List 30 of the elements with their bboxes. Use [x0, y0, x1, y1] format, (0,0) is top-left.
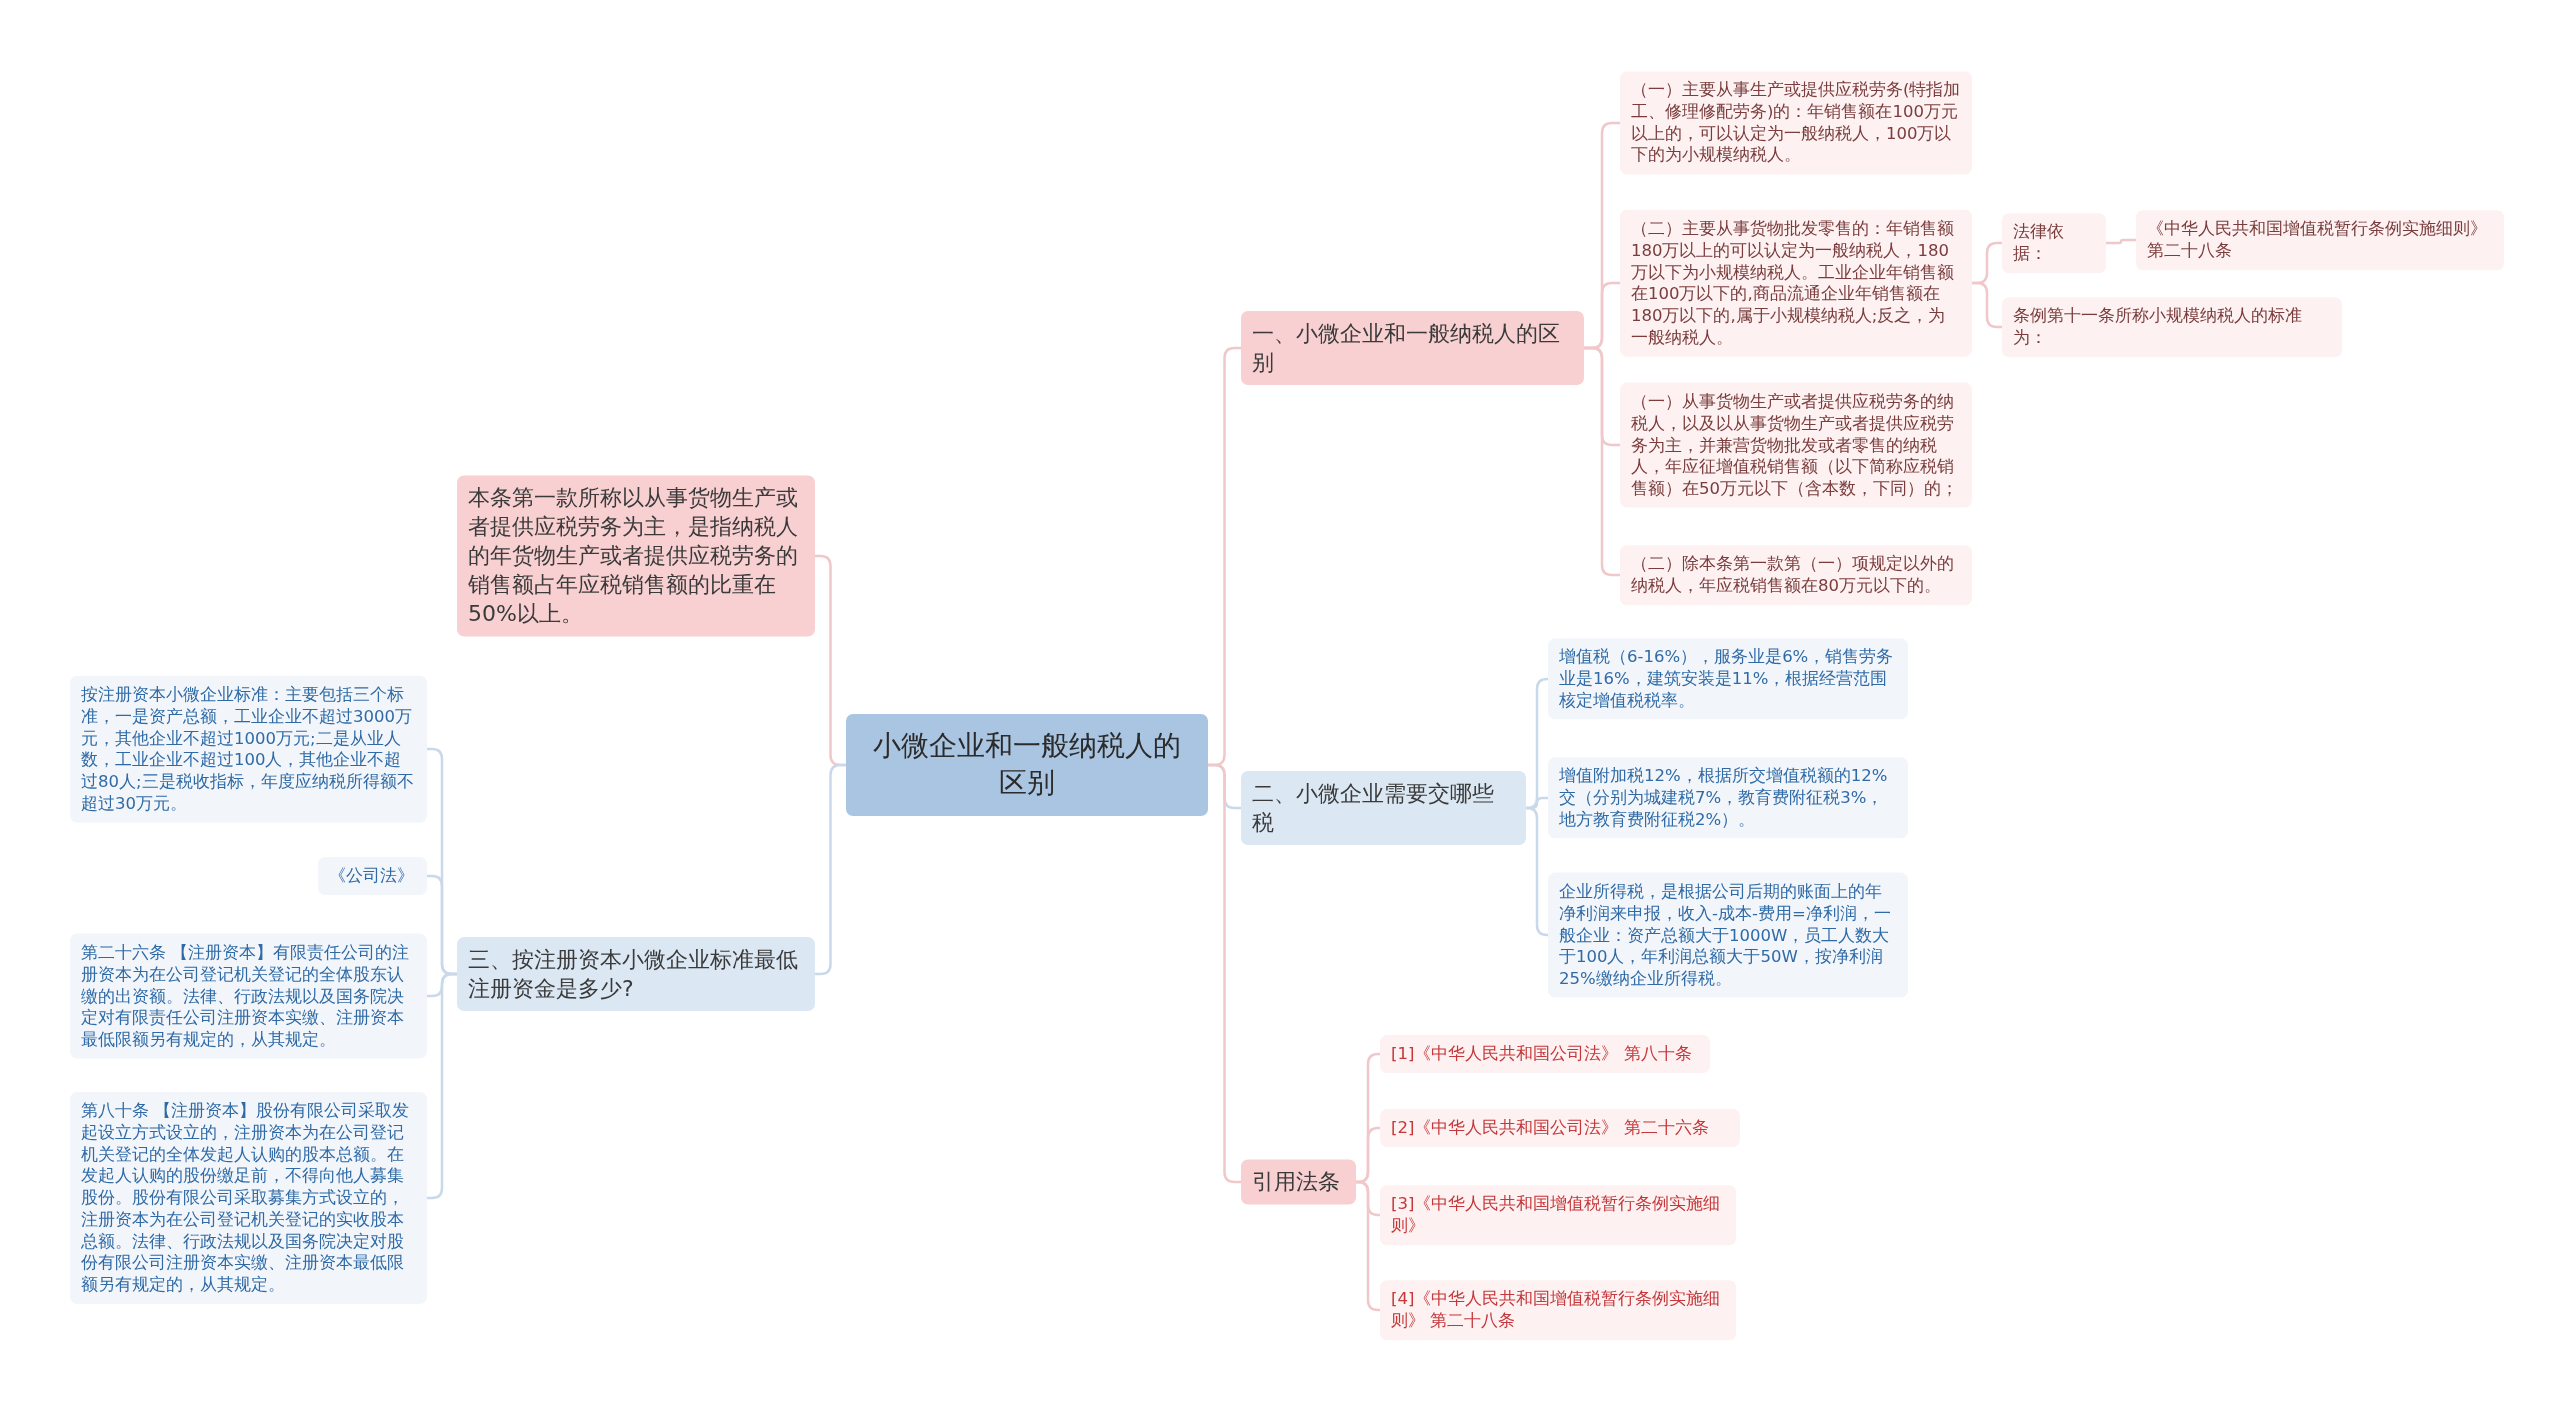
subtopic-box: 条例第十一条所称小规模纳税人的标准为：: [2002, 297, 2342, 357]
subtopic-box: 《中华人民共和国增值税暂行条例实施细则》第二十八条: [2136, 210, 2504, 270]
connector-line: [2106, 238, 2136, 245]
subtopic-box: 第八十条 【注册资本】股份有限公司采取发起设立方式设立的，注册资本为在公司登记机关登记的全体发起人认购的股本总额。在发起人认购的股份缴足前，不得向他人募集股份。股份有限公司采取募集方式设立的，注册资本为在公司登记机关登记的实收股本总额。法律、行政法规以及国务院决定对股份有限公司注册资本实缴、注册资本最低限额另有规定的，从其规定。: [70, 1092, 427, 1304]
connector-line: [815, 763, 846, 976]
subtopic-box: 增值税（6-16%），服务业是6%，销售劳务业是16%，建筑安装是11%，根据经营范围核定增值税税率。: [1548, 638, 1908, 720]
branch-topic: 引用法条: [1241, 1159, 1356, 1205]
reference-box: [2]《中华人民共和国公司法》 第二十六条: [1380, 1109, 1740, 1147]
subtopic-box: （二）主要从事货物批发零售的：年销售额180万以上的可以认定为一般纳税人，180万以下为小规模纳税人。工业企业年销售额在100万以下的,商品流通企业年销售额在180万以下的,属于小规模纳税人;反之，为一般纳税人。: [1620, 209, 1972, 357]
connector-line: [1584, 346, 1620, 577]
subtopic-box: （一）主要从事生产或提供应税劳务(特指加工、修理修配劳务)的：年销售额在100万元以上的，可以认定为一般纳税人，100万以下的为小规模纳税人。: [1620, 71, 1972, 175]
connector-line: [1356, 1180, 1380, 1312]
subtopic-box: （二）除本条第一款第（一）项规定以外的纳税人，年应税销售额在80万元以下的。: [1620, 545, 1972, 605]
subtopic-box: 增值附加税12%，根据所交增值税额的12%交（分别为城建税7%，教育费附征税3%，地方教育费附征税2%）。: [1548, 757, 1908, 839]
subtopic-box: 第二十六条 【注册资本】有限责任公司的注册资本为在公司登记机关登记的全体股东认缴的出资额。法律、行政法规以及国务院决定对有限责任公司注册资本实缴、注册资本最低限额另有规定的，从其规定。: [70, 933, 427, 1059]
reference-box: [3]《中华人民共和国增值税暂行条例实施细则》: [1380, 1185, 1736, 1245]
subtopic-box: （一）从事货物生产或者提供应税劳务的纳税人，以及以从事货物生产或者提供应税劳务为主，并兼营货物批发或者零售的纳税人，年应征增值税销售额（以下简称应税销售额）在50万元以下（含本数，下同）的；: [1620, 382, 1972, 508]
branch-topic: 三、按注册资本小微企业标准最低注册资金是多少?: [457, 936, 815, 1012]
reference-box: [1]《中华人民共和国公司法》 第八十条: [1380, 1035, 1710, 1073]
reference-box: [4]《中华人民共和国增值税暂行条例实施细则》 第二十八条: [1380, 1280, 1736, 1340]
central-topic: 小微企业和一般纳税人的区别: [846, 714, 1208, 816]
branch-topic: 一、小微企业和一般纳税人的区别: [1241, 310, 1584, 386]
branch-topic: 本条第一款所称以从事货物生产或者提供应税劳务为主，是指纳税人的年货物生产或者提供应税劳务的销售额占年应税销售额的比重在50%以上。: [457, 475, 815, 637]
subtopic-box: 法律依据：: [2002, 213, 2106, 273]
subtopic-box: 企业所得税，是根据公司后期的账面上的年净利润来申报，收入-成本-费用=净利润，一般企业：资产总额大于1000W，员工人数大于100人，年利润总额大于50W，按净利润25%缴纳企业所得税。: [1548, 872, 1908, 998]
branch-topic: 二、小微企业需要交哪些税: [1241, 770, 1526, 846]
subtopic-box: 《公司法》: [318, 857, 427, 895]
connector-line: [1525, 806, 1549, 937]
connector-line: [1972, 281, 2002, 329]
subtopic-box: 按注册资本小微企业标准：主要包括三个标准，一是资产总额，工业企业不超过3000万元，其他企业不超过1000万元;二是从业人数，工业企业不超过100人，其他企业不超过80人;三是税收指标，年度应纳税所得额不超过30万元。: [70, 675, 427, 823]
